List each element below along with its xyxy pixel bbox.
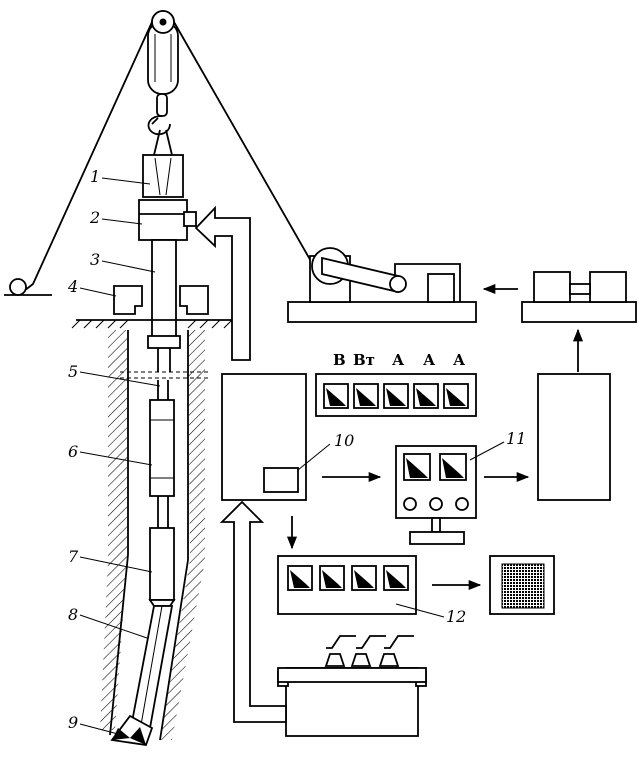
- callout-2: 2: [89, 208, 100, 227]
- motor-unit: [521, 271, 637, 323]
- meter-label-watts: Вт: [353, 351, 375, 369]
- callout-7: 7: [68, 547, 79, 566]
- wellbore: [100, 330, 210, 741]
- meter-gauges: [323, 383, 469, 409]
- sensor-block-2: [138, 199, 197, 241]
- meter-label-volts: В: [333, 351, 346, 369]
- control-block: [537, 373, 611, 501]
- callout-11: 11: [506, 429, 526, 448]
- callout-9: 9: [68, 713, 78, 732]
- callout-3: 3: [90, 250, 100, 269]
- display-unit-11: 11: [395, 429, 526, 545]
- recorder-12: 12: [277, 555, 466, 626]
- processing-unit-10: 10: [221, 373, 354, 501]
- callout-5: 5: [68, 362, 78, 381]
- kelly-3: [147, 239, 181, 372]
- callout-12: 12: [446, 607, 466, 626]
- fast-line-cable: [19, 21, 153, 295]
- hook: [147, 93, 171, 136]
- anchor-drum: [4, 278, 52, 296]
- sensor-amplifier-box: [277, 635, 427, 737]
- signal-hollow-arrow-bottom: [219, 500, 287, 723]
- callout-8: 8: [68, 605, 78, 624]
- rotary-table-4: [71, 285, 238, 329]
- drawworks: [287, 247, 477, 323]
- callout-1: 1: [90, 167, 100, 186]
- drill-string: [110, 380, 176, 746]
- traveling-block: [147, 10, 179, 95]
- callout-10: 10: [334, 431, 354, 450]
- callouts: 1 2 3 4 5 6 7 8 9: [67, 167, 161, 735]
- printout-display: [489, 555, 555, 615]
- signal-hollow-arrow-top: [194, 205, 251, 361]
- meter-label-amps-2: А: [423, 351, 436, 369]
- callout-6: 6: [68, 442, 78, 461]
- meter-label-amps-1: А: [392, 351, 405, 369]
- meter-panel: В Вт А А А: [315, 351, 477, 417]
- dead-line-cable: [173, 21, 317, 271]
- swivel-1: [142, 129, 184, 198]
- callout-4: 4: [67, 277, 78, 296]
- meter-label-amps-3: А: [453, 351, 466, 369]
